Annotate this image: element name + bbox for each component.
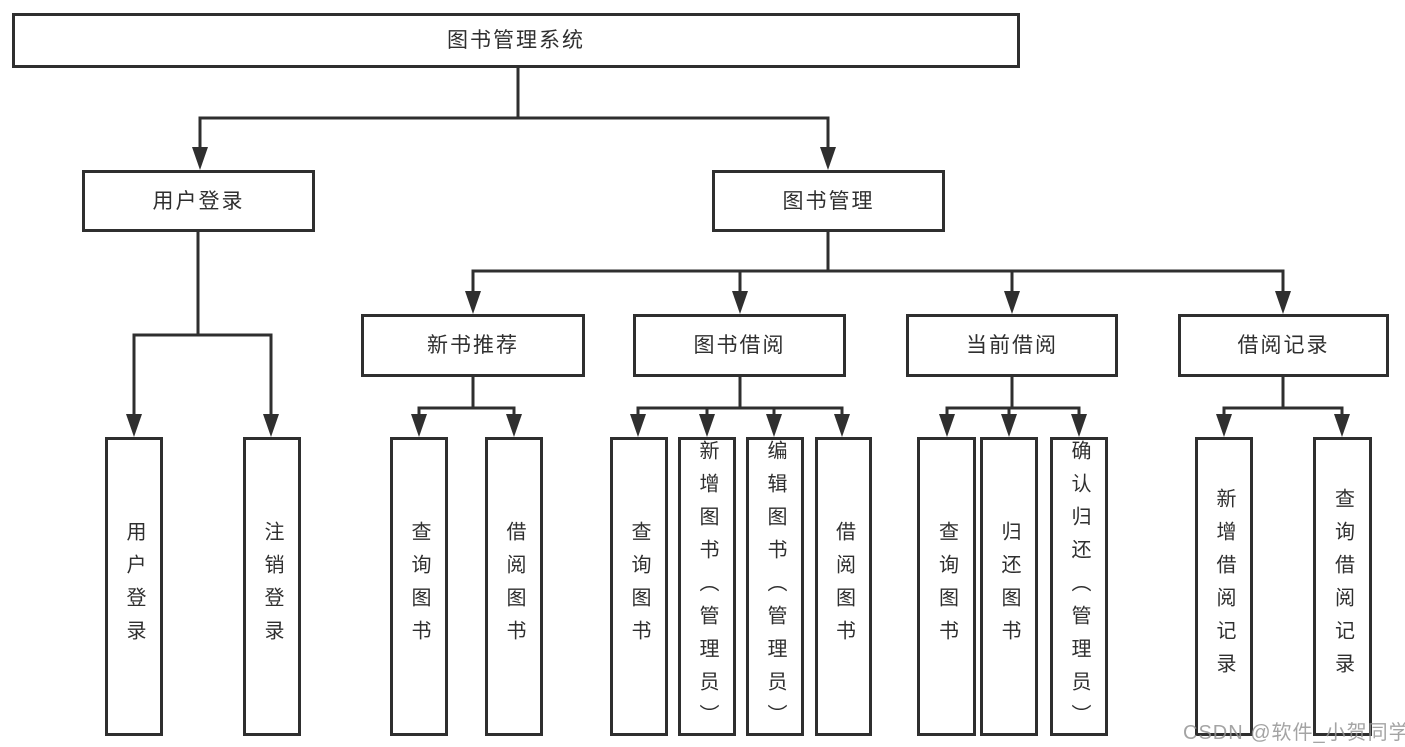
node-label: 借阅图书 bbox=[503, 520, 525, 653]
node-label: 用户登录 bbox=[152, 189, 245, 213]
node-label: 图书管理系统 bbox=[447, 29, 585, 52]
node-label: 图书借阅 bbox=[693, 334, 786, 357]
leaf-recommend-query-books: 查询图书 bbox=[390, 437, 448, 736]
node-label: 查询图书 bbox=[935, 520, 958, 653]
node-label: 借阅图书 bbox=[832, 520, 855, 653]
node-label: 注销登录 bbox=[261, 520, 283, 653]
leaf-logout: 注销登录 bbox=[243, 437, 301, 736]
leaf-current-query-books: 查询图书 bbox=[917, 437, 976, 736]
node-label: 确认归还（管理员） bbox=[1068, 440, 1090, 737]
leaf-user-login: 用户登录 bbox=[105, 437, 163, 736]
node-label: 当前借阅 bbox=[966, 334, 1058, 357]
node-current-borrow: 当前借阅 bbox=[906, 314, 1118, 377]
watermark: CSDN @软件_小贺同学 bbox=[1183, 722, 1405, 744]
node-label: 查询图书 bbox=[408, 520, 430, 653]
leaf-borrow-edit-books-admin: 编辑图书（管理员） bbox=[746, 437, 804, 737]
node-label: 图书管理 bbox=[782, 189, 875, 213]
leaf-borrow-borrow-books: 借阅图书 bbox=[815, 437, 872, 736]
leaf-recommend-borrow-books: 借阅图书 bbox=[485, 437, 543, 736]
node-label: 新增借阅记录 bbox=[1213, 487, 1235, 686]
node-library-management-system: 图书管理系统 bbox=[12, 13, 1020, 68]
leaf-borrow-add-books-admin: 新增图书（管理员） bbox=[678, 437, 736, 737]
node-label: 新书推荐 bbox=[427, 334, 519, 357]
node-label: 查询图书 bbox=[628, 520, 650, 653]
leaf-records-add-record: 新增借阅记录 bbox=[1195, 437, 1253, 736]
leaf-current-return-books: 归还图书 bbox=[980, 437, 1038, 736]
node-borrow-records: 借阅记录 bbox=[1178, 314, 1389, 377]
node-user-login: 用户登录 bbox=[82, 170, 315, 232]
leaf-borrow-query-books: 查询图书 bbox=[610, 437, 668, 736]
node-label: 归还图书 bbox=[998, 520, 1020, 653]
node-label: 查询借阅记录 bbox=[1331, 487, 1354, 686]
node-book-management: 图书管理 bbox=[712, 170, 945, 232]
node-label: 新增图书（管理员） bbox=[696, 440, 718, 737]
leaf-records-query-record: 查询借阅记录 bbox=[1313, 437, 1372, 736]
node-new-book-recommend: 新书推荐 bbox=[361, 314, 585, 377]
node-label: 用户登录 bbox=[123, 520, 145, 653]
node-book-borrow: 图书借阅 bbox=[633, 314, 846, 377]
node-label: 编辑图书（管理员） bbox=[764, 440, 786, 737]
leaf-current-confirm-return-admin: 确认归还（管理员） bbox=[1050, 437, 1108, 737]
node-label: 借阅记录 bbox=[1237, 334, 1330, 357]
